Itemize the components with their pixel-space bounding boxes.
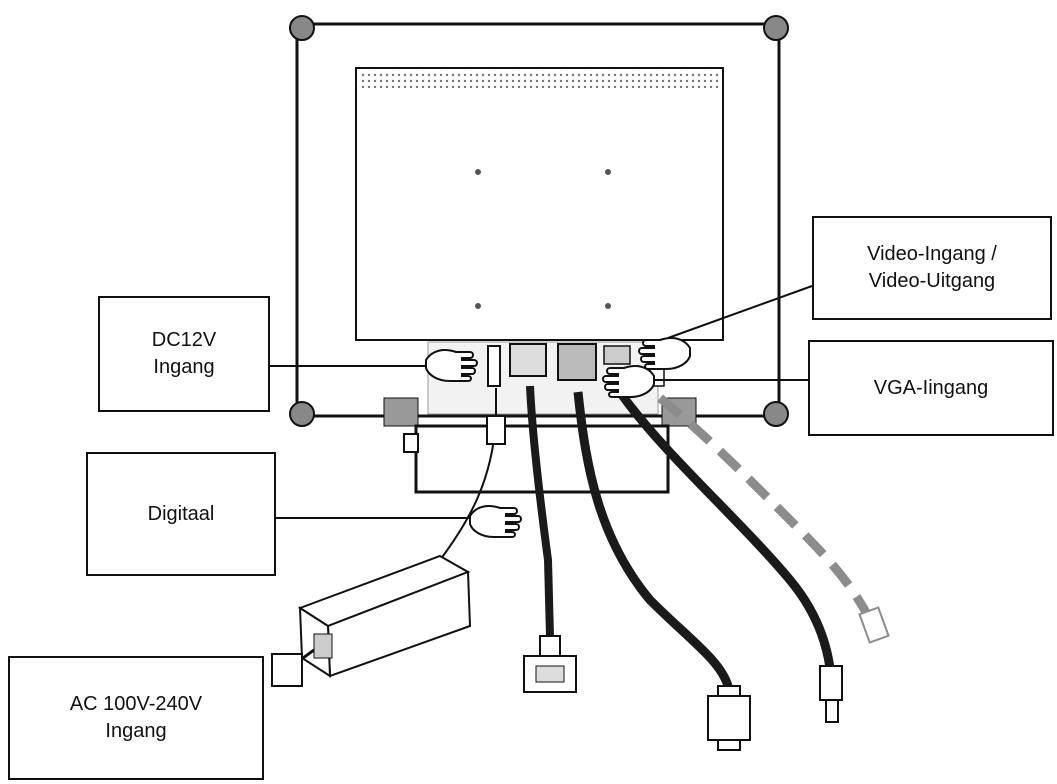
- pointing-hand-icon: [469, 505, 522, 538]
- mount-hole: [475, 303, 481, 309]
- dc-jack: [487, 345, 501, 387]
- vga-connector-icon: [707, 685, 751, 751]
- corner-screw: [763, 401, 789, 427]
- vga-port: [557, 343, 597, 381]
- ventilation-grille: [358, 70, 721, 88]
- dvi-cable: [526, 385, 554, 637]
- vga-cable: [573, 391, 733, 688]
- mount-hole: [605, 303, 611, 309]
- label-ac-input: AC 100V-240V Ingang: [8, 656, 264, 780]
- video-cable: [657, 394, 875, 623]
- label-dc-line1: DC12V: [151, 329, 217, 351]
- dvi-connector-icon: [523, 635, 577, 693]
- label-dc-line2: Ingang: [153, 356, 215, 378]
- corner-screw: [763, 15, 789, 41]
- dc-plug: [486, 415, 506, 445]
- power-adapter-icon: [297, 554, 472, 678]
- stand-block-left: [383, 397, 419, 427]
- label-vga-text: VGA-Iingang: [873, 376, 989, 399]
- pointing-hand-icon: [425, 349, 478, 382]
- dvi-port: [509, 343, 547, 377]
- label-digital: Digitaal: [86, 452, 276, 576]
- mount-hole: [605, 169, 611, 175]
- video-connector-grey-icon: [858, 606, 890, 644]
- pointing-hand-icon: [638, 337, 691, 370]
- label-video-in-out: Video-Ingang / Video-Uitgang: [812, 216, 1052, 320]
- leader-line-video: [667, 285, 813, 339]
- pointing-hand-icon: [602, 365, 655, 398]
- video-connector-icon: [819, 665, 843, 723]
- corner-screw: [289, 401, 315, 427]
- label-vga-input: VGA-Iingang: [808, 340, 1054, 436]
- label-dc-input: DC12V Ingang: [98, 296, 270, 412]
- label-video-line2: Video-Uitgang: [868, 270, 996, 292]
- label-video-line1: Video-Ingang /: [867, 243, 997, 265]
- stand-tab: [403, 433, 419, 453]
- label-ac-line2: Ingang: [105, 720, 167, 742]
- monitor-frame: [295, 22, 781, 418]
- vga-cable-2: [616, 389, 835, 669]
- ac-plug: [271, 653, 303, 687]
- video-port: [603, 345, 631, 365]
- mount-hole: [475, 169, 481, 175]
- corner-screw: [289, 15, 315, 41]
- label-ac-line1: AC 100V-240V: [69, 693, 203, 715]
- label-digital-text: Digitaal: [147, 502, 215, 525]
- rear-panel: [355, 67, 724, 341]
